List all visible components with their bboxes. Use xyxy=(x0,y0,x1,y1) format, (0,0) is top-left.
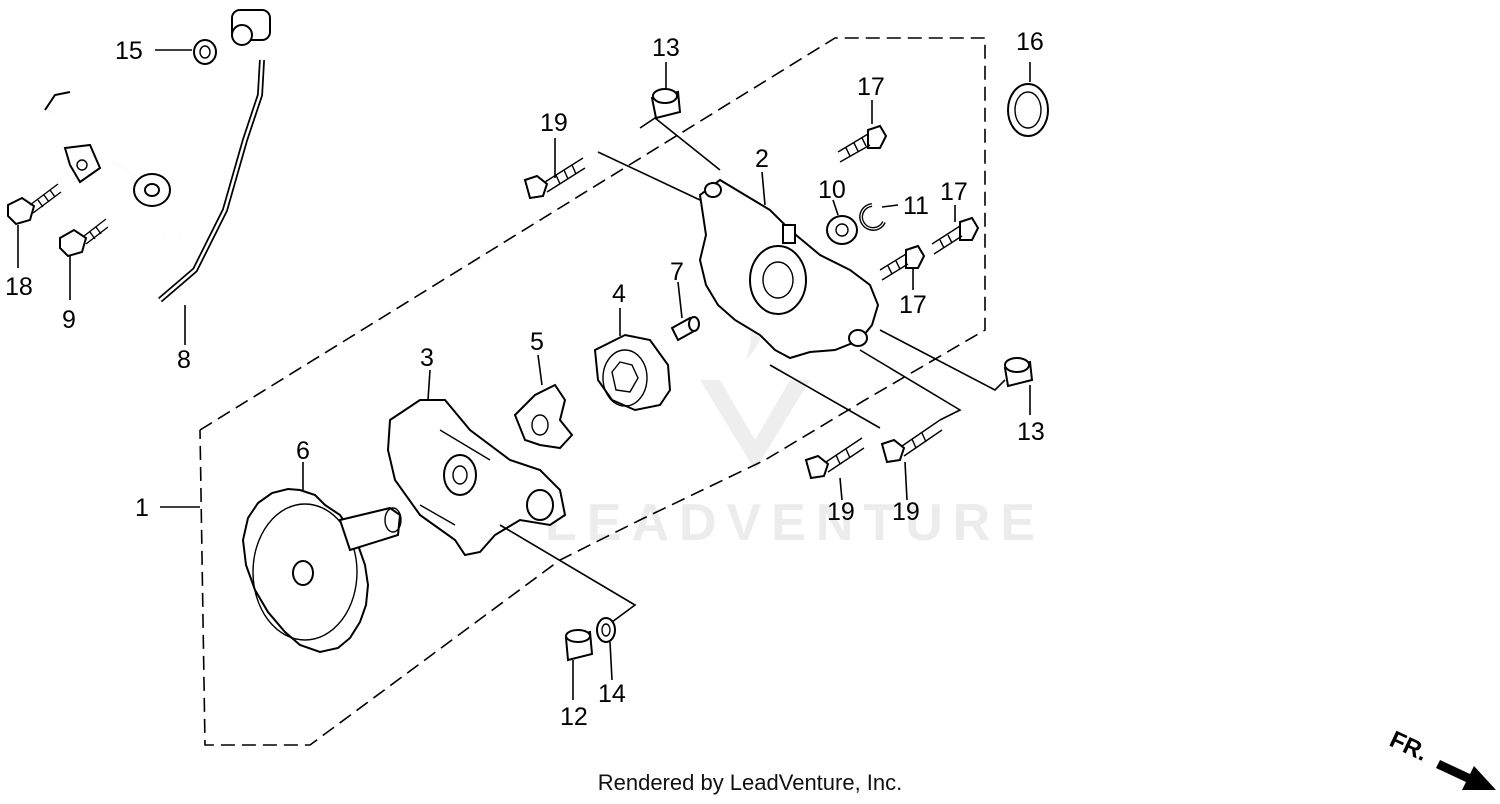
bolt-19-right xyxy=(880,419,943,464)
bolt-19-top xyxy=(523,157,586,200)
pump-body-part xyxy=(386,399,567,557)
callout-13-right: 13 xyxy=(1017,418,1045,446)
bolt-18 xyxy=(7,183,62,226)
callout-17-top: 17 xyxy=(857,73,885,101)
watermark-text: LEADVENTURE xyxy=(545,494,1045,552)
callout-12: 12 xyxy=(560,703,588,731)
callout-6: 6 xyxy=(296,437,310,465)
callout-2: 2 xyxy=(755,145,769,173)
callout-19-right: 19 xyxy=(892,498,920,526)
inner-rotor-part xyxy=(513,383,574,450)
collar-12 xyxy=(564,629,594,662)
callout-3: 3 xyxy=(420,344,434,372)
bolt-9 xyxy=(59,218,109,258)
arrow-right-icon xyxy=(1436,760,1496,790)
collar-13-right xyxy=(1003,357,1034,388)
callout-19-left: 19 xyxy=(827,498,855,526)
bolt-17-right xyxy=(931,216,980,255)
washer-14 xyxy=(596,617,616,643)
leader-lines xyxy=(17,49,1031,700)
callout-9: 9 xyxy=(62,306,76,334)
circlip-11 xyxy=(859,203,886,231)
callout-16: 16 xyxy=(1016,28,1044,56)
collar-13-top xyxy=(650,88,682,120)
washer-15 xyxy=(193,39,217,65)
assembly-outline xyxy=(199,37,986,746)
callout-18: 18 xyxy=(5,273,33,301)
watermark: LEADVENTURE xyxy=(545,300,1045,552)
outer-rotor-part xyxy=(593,333,672,412)
seal-washer-10 xyxy=(826,215,858,245)
callout-7: 7 xyxy=(670,258,684,286)
oil-pipe-part xyxy=(44,9,271,303)
bolt-17-top xyxy=(837,124,888,163)
callouts: 1 2 3 4 5 6 7 8 9 10 11 12 13 13 14 15 1… xyxy=(5,28,1045,731)
direction-label: FR. xyxy=(1385,726,1431,767)
dowel-pin-7 xyxy=(670,316,700,342)
footer-credit: Rendered by LeadVenture, Inc. xyxy=(597,770,903,795)
bolt-17-mid xyxy=(879,244,926,281)
callout-15: 15 xyxy=(115,37,143,65)
callout-17-mid: 17 xyxy=(899,291,927,319)
callout-4: 4 xyxy=(612,280,626,308)
callout-13-top: 13 xyxy=(652,34,680,62)
bolt-19-left xyxy=(804,437,865,480)
callout-17-right: 17 xyxy=(940,178,968,206)
gasket-16 xyxy=(1007,83,1049,137)
callout-10: 10 xyxy=(818,176,846,204)
callout-1: 1 xyxy=(135,494,149,522)
callout-8: 8 xyxy=(177,346,191,374)
callout-19-top: 19 xyxy=(540,109,568,137)
pump-cover-part xyxy=(698,178,880,360)
callout-14: 14 xyxy=(598,680,626,708)
drive-gear-part xyxy=(241,487,402,654)
callout-11: 11 xyxy=(903,192,929,220)
callout-5: 5 xyxy=(530,328,544,356)
